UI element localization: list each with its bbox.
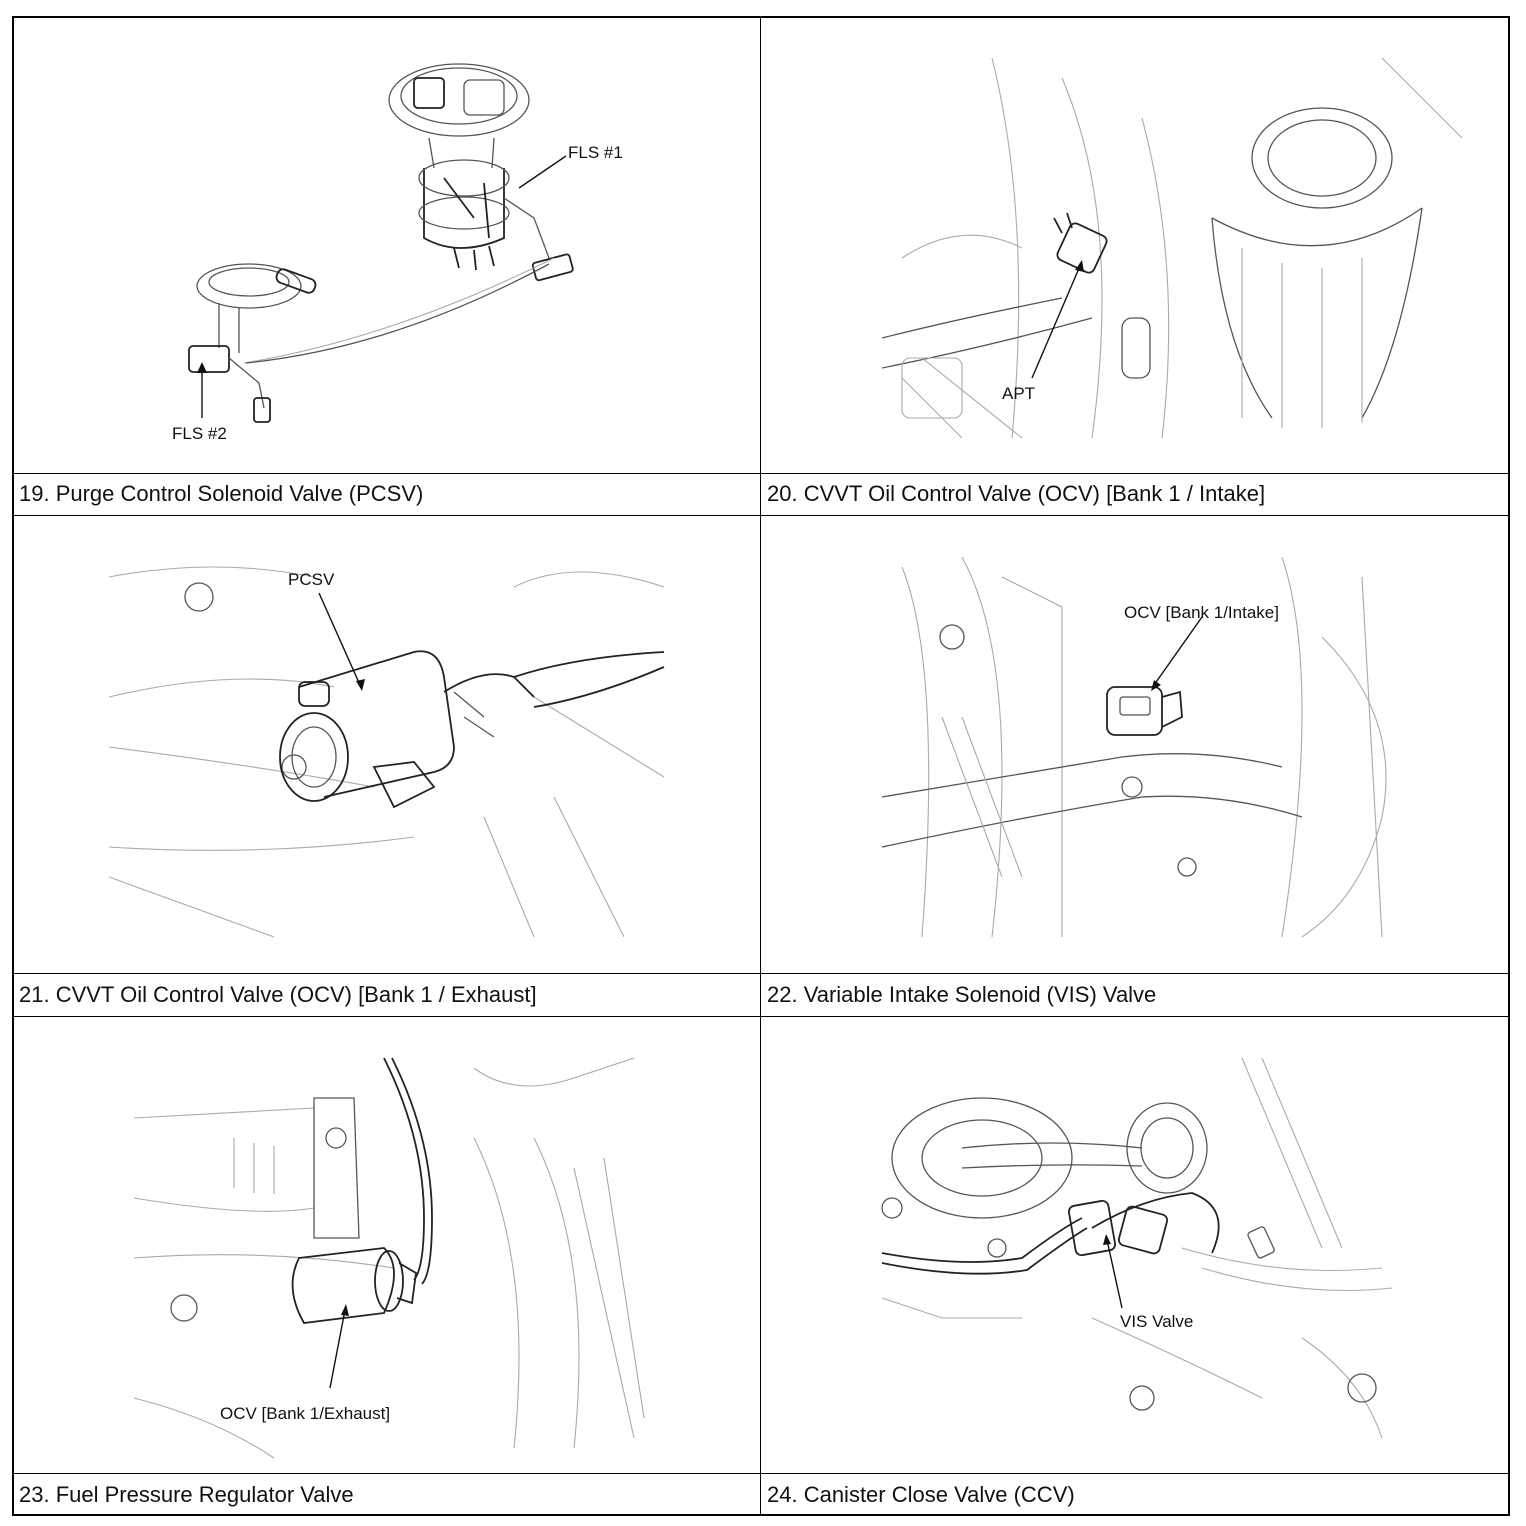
caption-20: 20. CVVT Oil Control Valve (OCV) [Bank 1… — [767, 481, 1266, 506]
callout-fls-2: FLS #2 — [172, 424, 227, 443]
callout-ocv-exhaust: OCV [Bank 1/Exhaust] — [220, 1404, 390, 1423]
row-divider — [12, 1016, 1510, 1017]
table-frame — [12, 16, 1510, 1516]
engine-bay-illustration — [881, 57, 1463, 439]
callout-pcsv: PCSV — [288, 570, 335, 589]
column-divider — [760, 16, 761, 1516]
callout-ocv-intake: OCV [Bank 1/Intake] — [1124, 603, 1279, 622]
diagram-ocv-intake: OCV [Bank 1/Intake] — [762, 517, 1508, 972]
diagram-vis-valve: VIS Valve — [762, 1018, 1508, 1472]
fuel-pump-module-illustration — [188, 63, 574, 423]
callout-vis-valve: VIS Valve — [1120, 1312, 1193, 1331]
caption-19: 19. Purge Control Solenoid Valve (PCSV) — [19, 481, 424, 506]
caption-24: 24. Canister Close Valve (CCV) — [767, 1482, 1075, 1507]
diagram-fuel-level-sensors: FLS #1 FLS #2 — [14, 18, 759, 472]
caption-22: 22. Variable Intake Solenoid (VIS) Valve — [767, 982, 1157, 1007]
diagram-pcsv: PCSV — [14, 517, 759, 972]
diagram-ocv-exhaust: OCV [Bank 1/Exhaust] — [14, 1018, 759, 1472]
row-divider — [12, 473, 1510, 474]
callout-apt: APT — [1002, 384, 1035, 403]
intake-ocv-illustration — [881, 556, 1387, 938]
row-divider — [12, 973, 1510, 974]
callout-fls-1: FLS #1 — [568, 143, 623, 162]
vis-valve-illustration — [881, 1057, 1393, 1439]
exhaust-ocv-illustration — [133, 1057, 645, 1459]
caption-23: 23. Fuel Pressure Regulator Valve — [19, 1482, 354, 1507]
row-divider — [12, 515, 1510, 516]
pcsv-illustration — [108, 566, 665, 938]
caption-21: 21. CVVT Oil Control Valve (OCV) [Bank 1… — [19, 982, 537, 1007]
row-divider — [12, 1473, 1510, 1474]
diagram-apt: APT — [762, 18, 1508, 472]
